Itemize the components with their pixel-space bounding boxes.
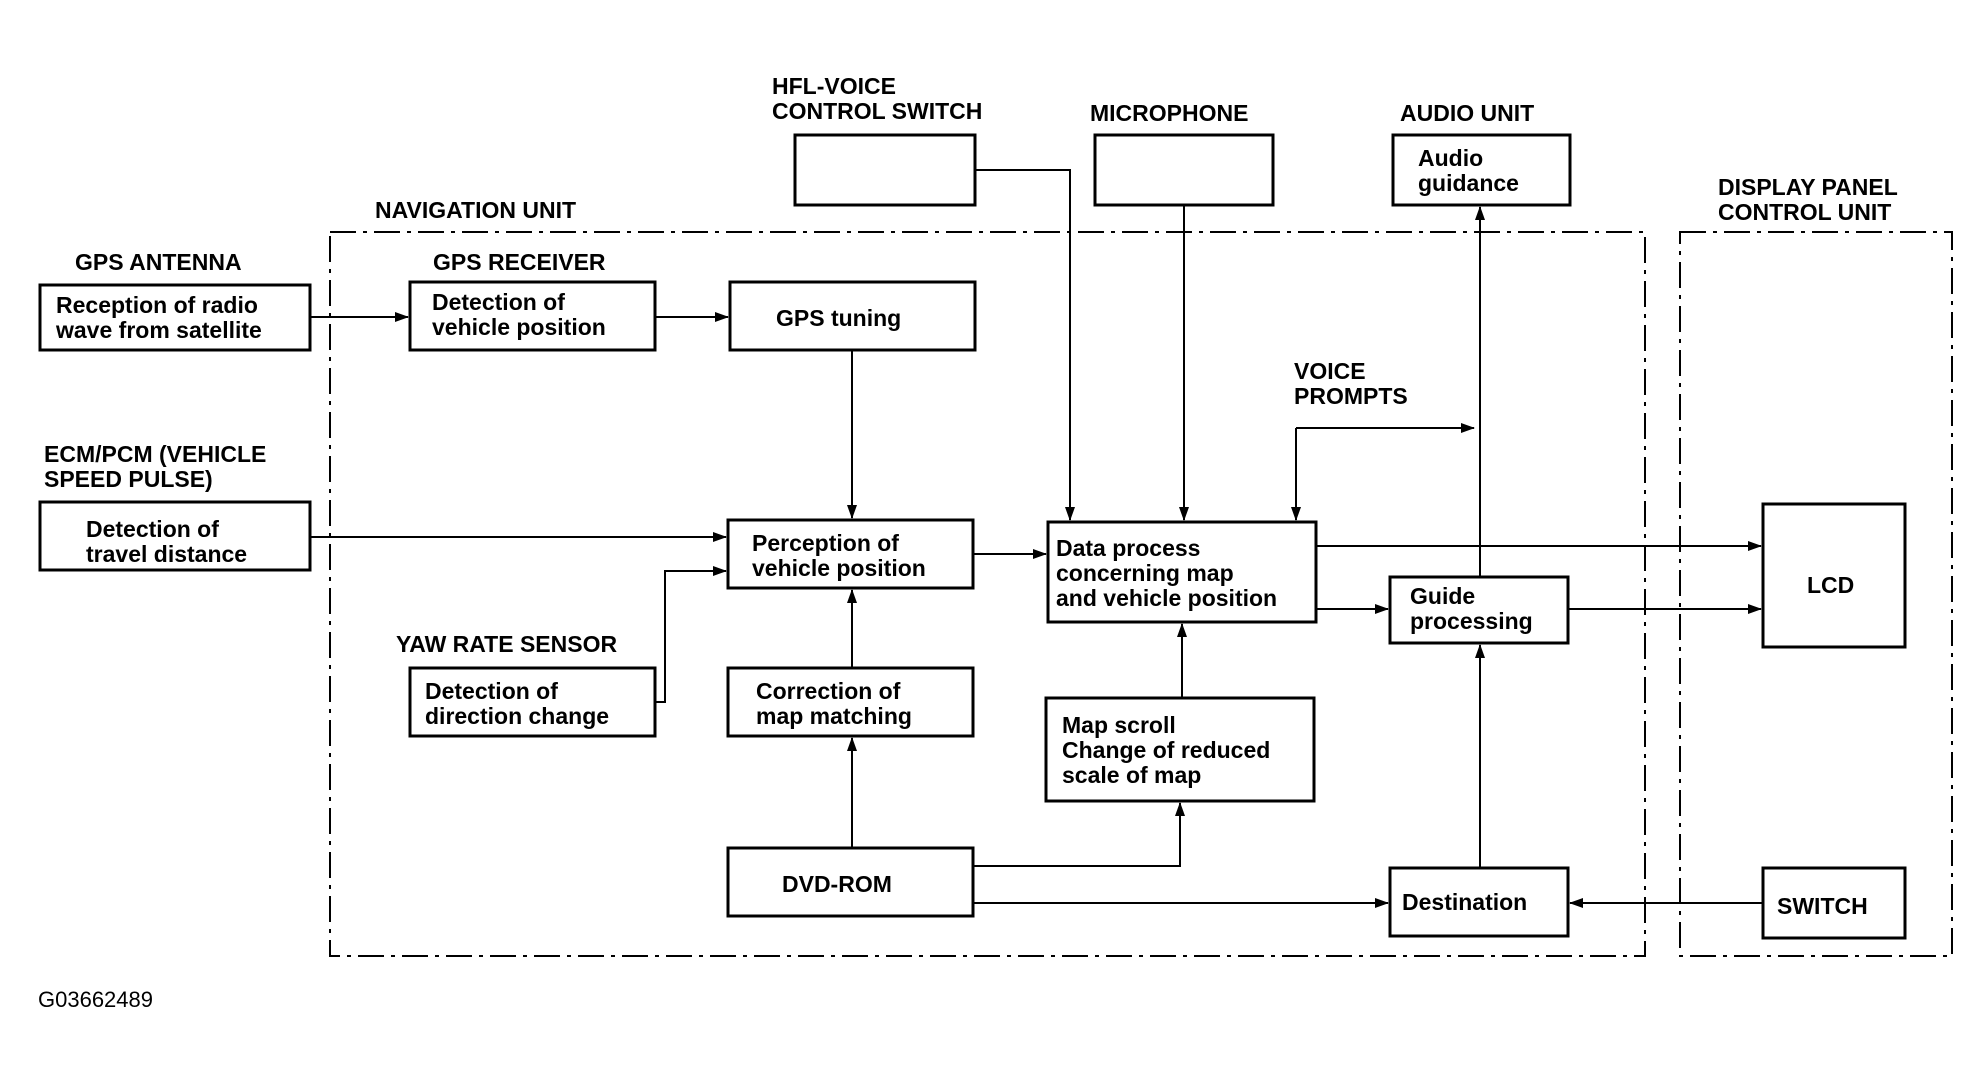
display-panel-label-line1: DISPLAY PANEL	[1718, 174, 1898, 200]
map-scroll-line2: Change of reduced	[1062, 737, 1270, 763]
map-matching-line1: Correction of	[756, 678, 901, 704]
display-panel-boundary	[1679, 231, 1953, 957]
display-panel-label-line2: CONTROL UNIT	[1718, 199, 1891, 225]
figure-id: G03662489	[38, 987, 153, 1012]
switch-box: SWITCH	[1761, 866, 1907, 940]
dvd-rom-text: DVD-ROM	[782, 871, 892, 897]
arrow-dvd-to-map-scroll	[973, 802, 1185, 867]
perception-line1: Perception of	[752, 530, 899, 556]
detection-vehicle-position-box: Detection of vehicle position	[408, 280, 657, 352]
direction-change-line1: Detection of	[425, 678, 558, 704]
data-process-line2: concerning map	[1056, 560, 1234, 586]
reception-box: Reception of radio wave from satellite	[38, 283, 312, 352]
travel-distance-box: Detection of travel distance	[38, 500, 312, 572]
reception-box-line1: Reception of radio	[56, 292, 258, 318]
map-matching-box: Correction of map matching	[726, 666, 975, 738]
lcd-box: LCD	[1761, 502, 1907, 649]
navigation-unit-boundary	[329, 231, 1646, 957]
guide-processing-box: Guide processing	[1388, 575, 1570, 645]
perception-box: Perception of vehicle position	[726, 518, 975, 590]
reception-box-line2: wave from satellite	[55, 317, 262, 343]
voice-prompts-label-line1: VOICE	[1294, 358, 1366, 384]
microphone-box	[1093, 133, 1275, 207]
yaw-rate-sensor-label: YAW RATE SENSOR	[396, 631, 617, 657]
map-matching-line2: map matching	[756, 703, 912, 729]
hfl-voice-label-line1: HFL-VOICE	[772, 73, 896, 99]
gps-tuning-box: GPS tuning	[728, 280, 977, 352]
hfl-voice-label-line2: CONTROL SWITCH	[772, 98, 982, 124]
gps-receiver-label: GPS RECEIVER	[433, 249, 606, 275]
audio-guidance-line2: guidance	[1418, 170, 1519, 196]
hfl-voice-switch-box	[793, 133, 977, 207]
direction-change-box: Detection of direction change	[408, 666, 657, 738]
microphone-label: MICROPHONE	[1090, 100, 1248, 126]
arrow-hfl-switch-to-data-process	[975, 169, 1075, 521]
travel-distance-line2: travel distance	[86, 541, 247, 567]
direction-change-line2: direction change	[425, 703, 609, 729]
dvd-rom-box: DVD-ROM	[726, 846, 975, 918]
navigation-unit-label: NAVIGATION UNIT	[375, 197, 576, 223]
destination-text: Destination	[1402, 889, 1527, 915]
data-process-line3: and vehicle position	[1056, 585, 1277, 611]
lcd-text: LCD	[1807, 572, 1854, 598]
guide-processing-line2: processing	[1410, 608, 1533, 634]
travel-distance-line1: Detection of	[86, 516, 219, 542]
destination-box: Destination	[1388, 866, 1570, 938]
audio-unit-label: AUDIO UNIT	[1400, 100, 1534, 126]
arrow-direction-to-perception	[655, 566, 727, 703]
gps-antenna-label: GPS ANTENNA	[75, 249, 242, 275]
switch-text: SWITCH	[1777, 893, 1868, 919]
audio-guidance-box: Audio guidance	[1391, 133, 1572, 207]
ecm-label-line2: SPEED PULSE)	[44, 466, 213, 492]
perception-line2: vehicle position	[752, 555, 926, 581]
gps-tuning-text: GPS tuning	[776, 305, 901, 331]
voice-prompts-label-line2: PROMPTS	[1294, 383, 1408, 409]
data-process-line1: Data process	[1056, 535, 1200, 561]
map-scroll-line1: Map scroll	[1062, 712, 1176, 738]
detection-vehicle-position-line2: vehicle position	[432, 314, 606, 340]
map-scroll-line3: scale of map	[1062, 762, 1201, 788]
data-process-box: Data process concerning map and vehicle …	[1046, 520, 1318, 624]
guide-processing-line1: Guide	[1410, 583, 1475, 609]
map-scroll-box: Map scroll Change of reduced scale of ma…	[1044, 696, 1316, 803]
ecm-label-line1: ECM/PCM (VEHICLE	[44, 441, 266, 467]
audio-guidance-line1: Audio	[1418, 145, 1483, 171]
detection-vehicle-position-line1: Detection of	[432, 289, 565, 315]
